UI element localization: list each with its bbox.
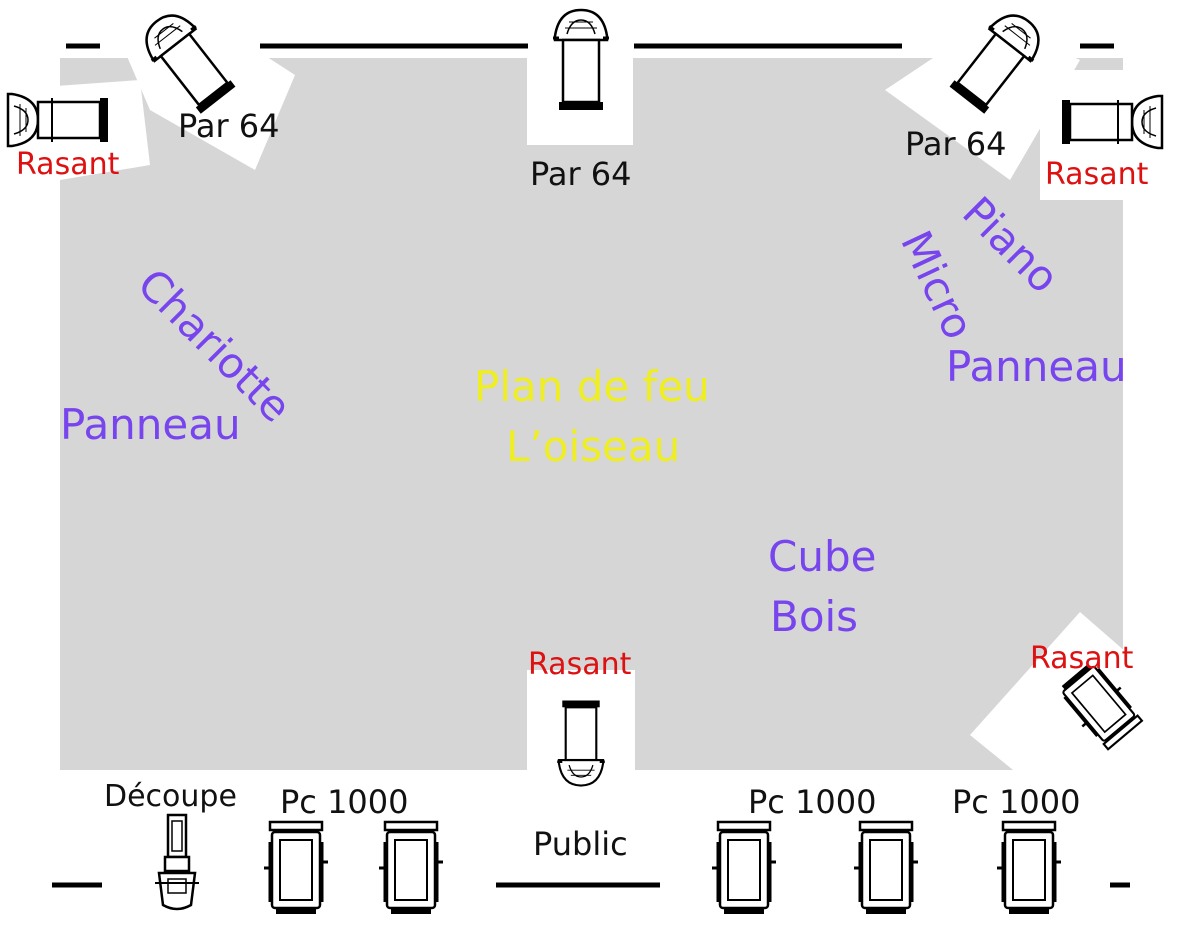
rasant-top-left-lamp-icon[interactable] xyxy=(6,92,110,148)
set-bois: Bois xyxy=(770,592,859,641)
label-pc1000-mid-right: Pc 1000 xyxy=(748,783,877,821)
label-rasant-top-right: Rasant xyxy=(1045,157,1149,192)
label-rasant-bottom-center: Rasant xyxy=(528,647,632,682)
stage-floor xyxy=(60,58,1123,770)
pc1000-lamp-icon[interactable] xyxy=(377,820,445,916)
plan-title-line1: Plan de feu xyxy=(474,362,710,411)
pc1000-lamp-icon[interactable] xyxy=(262,820,330,916)
rasant-top-right-lamp-icon[interactable] xyxy=(1060,94,1164,150)
label-decoupe: Découpe xyxy=(104,779,237,814)
plan-title-line2: L’oiseau xyxy=(506,422,681,471)
pc1000-lamp-icon[interactable] xyxy=(710,820,778,916)
set-panneau-left: Panneau xyxy=(60,400,241,449)
decoupe-lamp-icon[interactable] xyxy=(153,813,201,911)
pc1000-lamp-icon[interactable] xyxy=(995,820,1063,916)
label-public: Public xyxy=(533,825,628,863)
label-rasant-top-left: Rasant xyxy=(16,147,120,182)
label-par64-top-right: Par 64 xyxy=(905,125,1007,163)
pc1000-lamp-icon[interactable] xyxy=(852,820,920,916)
label-pc1000-left: Pc 1000 xyxy=(280,783,409,821)
label-pc1000-right: Pc 1000 xyxy=(952,783,1081,821)
label-par64-top-center: Par 64 xyxy=(530,155,632,193)
set-cube: Cube xyxy=(768,532,877,581)
label-rasant-bottom-right: Rasant xyxy=(1030,641,1134,676)
set-panneau-right: Panneau xyxy=(946,342,1127,391)
label-par64-top-left: Par 64 xyxy=(178,107,280,145)
